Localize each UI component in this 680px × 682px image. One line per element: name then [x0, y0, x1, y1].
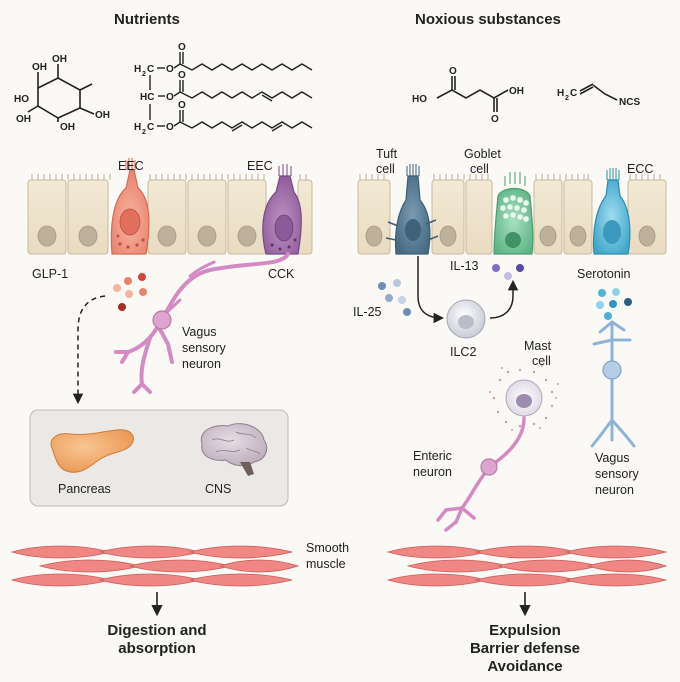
- eec-cck-cell: [262, 164, 302, 255]
- right-vagus-neuron: [590, 320, 636, 448]
- left-enterocytes: [27, 179, 313, 255]
- mast-label-2: cell: [532, 354, 551, 368]
- lipid-o-3: O: [166, 92, 174, 103]
- serotonin-granules: [596, 288, 632, 320]
- cns-label: CNS: [205, 482, 231, 496]
- lipid-h-bot: H: [134, 122, 141, 133]
- right-epithelium: [357, 164, 667, 255]
- tuft-to-ilc2-arrow: [417, 256, 445, 324]
- tuft-label-2: cell: [376, 162, 395, 176]
- glp1-label: GLP-1: [32, 267, 68, 281]
- ilc2-cell: [446, 299, 486, 339]
- left-outcome-1: Digestion and: [107, 622, 206, 639]
- lipid-c-top: C: [147, 64, 154, 75]
- eec-glp1-cell: [110, 158, 150, 255]
- itc-ncs: NCS: [619, 97, 640, 108]
- nutrients-title: Nutrients: [114, 11, 180, 28]
- eec-label-2: EEC: [247, 159, 273, 173]
- tuft-cell: [385, 164, 439, 255]
- itc-c: C: [570, 88, 577, 99]
- mast-cell: [489, 365, 559, 431]
- glucose-oh-4: OH: [95, 110, 110, 121]
- glucose-oh-1: OH: [32, 62, 47, 73]
- right-vagus-label-3: neuron: [595, 483, 634, 497]
- ilc2-label: ILC2: [450, 345, 476, 359]
- left-outcome-2: absorption: [118, 640, 196, 657]
- succinate-o-1: O: [449, 66, 457, 77]
- glucose-oh-5: OH: [60, 122, 75, 133]
- glucose-oh-3: HO: [14, 94, 29, 105]
- left-vagus-label-2: sensory: [182, 341, 227, 355]
- succinate-o-2: O: [491, 114, 499, 125]
- isothiocyanate-structure: H 2 C NCS: [557, 83, 640, 108]
- left-vagus-label-3: neuron: [182, 357, 221, 371]
- right-vagus-label-2: sensory: [595, 467, 640, 481]
- smooth-muscle-left: [10, 545, 300, 587]
- enteric-neuron: [436, 416, 526, 532]
- succinate-structure: HO OH O O: [412, 66, 524, 125]
- succinate-ho: HO: [412, 94, 427, 105]
- goblet-label-1: Goblet: [464, 147, 501, 161]
- muscle-label-2: muscle: [306, 557, 346, 571]
- left-microvilli: [31, 174, 307, 180]
- mast-label-1: Mast: [524, 339, 552, 353]
- glucose-structure: OH OH HO OH OH OH: [14, 54, 110, 133]
- cck-label: CCK: [268, 267, 295, 281]
- serotonin-label: Serotonin: [577, 267, 631, 281]
- right-vagus-label-1: Vagus: [595, 451, 630, 465]
- brain-icon: [200, 423, 268, 476]
- lipid-o-4: O: [178, 70, 186, 81]
- noxious-title: Noxious substances: [415, 11, 561, 28]
- left-epithelium: [27, 158, 313, 255]
- eec-label-1: EEC: [118, 159, 144, 173]
- lipid-o-2: O: [178, 42, 186, 53]
- lipid-c-bot: C: [147, 122, 154, 133]
- muscle-label-1: Smooth: [306, 541, 349, 555]
- right-outcome-2: Barrier defense: [470, 640, 580, 657]
- pancreas-icon: [50, 429, 134, 473]
- tuft-label-1: Tuft: [376, 147, 398, 161]
- enteric-label-2: neuron: [413, 465, 452, 479]
- right-nuclei: [365, 225, 656, 247]
- ecc-cell: [592, 168, 631, 255]
- left-vagus-neuron: [114, 252, 290, 394]
- goblet-label-2: cell: [470, 162, 489, 176]
- lipid-o-5: O: [166, 122, 174, 133]
- goblet-cell: [493, 172, 534, 255]
- itc-h: H: [557, 88, 564, 99]
- triglyceride-structure: H 2 C HC H 2 C O O O O O O: [134, 42, 313, 136]
- right-vagus-soma: [602, 360, 622, 380]
- pancreas-label: Pancreas: [58, 482, 111, 496]
- il25-granules: [378, 279, 411, 316]
- il25-label: IL-25: [353, 305, 382, 319]
- lipid-sub-top: 2: [142, 71, 146, 78]
- left-vagus-soma: [152, 310, 172, 330]
- itc-sub: 2: [565, 95, 569, 102]
- right-microvilli: [359, 174, 661, 180]
- glp1-granules: [113, 273, 147, 311]
- il13-label: IL-13: [450, 259, 479, 273]
- right-outcome-1: Expulsion: [489, 622, 561, 639]
- lipid-sub-bot: 2: [142, 129, 146, 136]
- glucose-oh-6: OH: [16, 114, 31, 125]
- glucose-oh-2: OH: [52, 54, 67, 65]
- ecc-label: ECC: [627, 162, 653, 176]
- il13-granules: [492, 264, 524, 280]
- enteric-soma: [480, 458, 498, 476]
- smooth-muscle-right: [386, 545, 668, 587]
- succinate-oh: OH: [509, 86, 524, 97]
- enteric-label-1: Enteric: [413, 449, 452, 463]
- left-vagus-label-1: Vagus: [182, 325, 217, 339]
- ilc2-to-goblet-arrow: [489, 279, 519, 319]
- right-outcome-3: Avoidance: [487, 658, 562, 675]
- lipid-hc: HC: [140, 92, 154, 103]
- dashed-arrow: [72, 295, 106, 405]
- lipid-h-top: H: [134, 64, 141, 75]
- left-nuclei: [37, 225, 257, 247]
- lipid-o-1: O: [166, 64, 174, 75]
- lipid-o-6: O: [178, 100, 186, 111]
